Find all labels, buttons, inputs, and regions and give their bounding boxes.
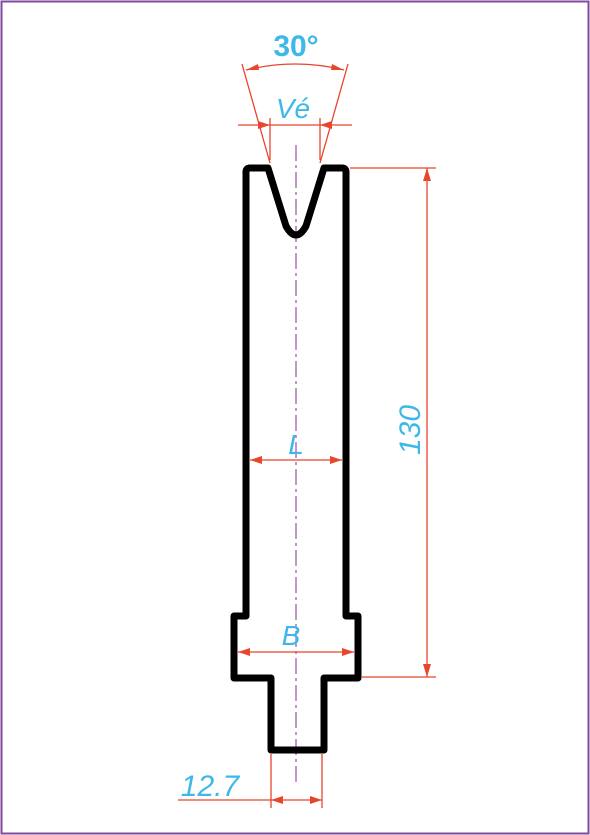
v-arrow-left	[258, 121, 270, 129]
angle-extension-left	[241, 63, 271, 164]
v-opening-dimension	[238, 118, 352, 160]
tang-arrow-right	[310, 796, 322, 804]
length-dimension	[250, 456, 342, 464]
angle-dimension	[241, 63, 349, 164]
angle-label: 30°	[273, 30, 318, 63]
base-width-arrow-right	[342, 648, 354, 656]
length-arrow-left	[250, 456, 262, 464]
base-width-arrow-left	[238, 648, 250, 656]
angle-arc	[245, 63, 345, 71]
angle-arrow-right	[331, 64, 344, 70]
tang-arrow-left	[271, 796, 283, 804]
base-width-label: B	[282, 620, 301, 651]
height-dimension	[350, 167, 436, 678]
length-label: L	[288, 429, 304, 460]
length-arrow-right	[330, 456, 342, 464]
angle-extension-right	[319, 63, 349, 164]
v-opening-label: Vé	[276, 93, 310, 124]
height-arrow-top	[423, 168, 431, 181]
v-arrow-right	[320, 121, 332, 129]
die-profile-outline	[230, 164, 362, 754]
height-arrow-bottom	[423, 664, 431, 677]
base-width-dimension	[238, 648, 354, 656]
height-label: 130	[394, 405, 427, 455]
tang-width-label: 12.7	[181, 770, 241, 803]
angle-arrow-left	[246, 64, 259, 70]
tang-width-dimension	[178, 754, 323, 808]
